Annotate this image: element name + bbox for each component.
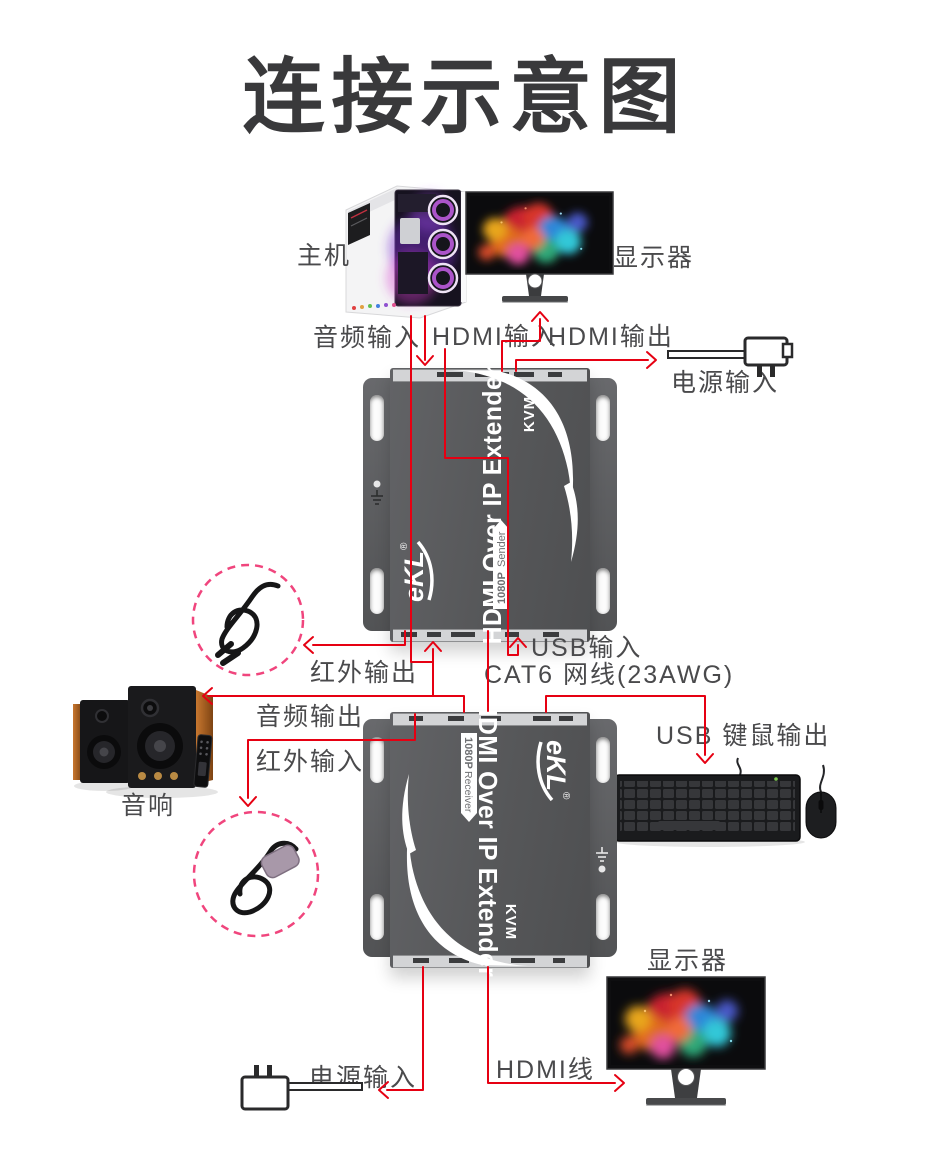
sender-mount-slot bbox=[596, 395, 610, 441]
sender-device: HDMI Over IP Extender KVM 1080P Sender e… bbox=[363, 366, 617, 654]
label-hdmi-in: HDMI输入 bbox=[432, 323, 558, 351]
label-usb-kb-out: USB 键鼠输出 bbox=[656, 722, 831, 750]
ir-emitter-circle bbox=[191, 563, 305, 677]
label-monitor-top: 显示器 bbox=[613, 244, 695, 272]
label-hdmi-cable: HDMI线 bbox=[496, 1056, 595, 1084]
svg-text:1080P: 1080P bbox=[496, 572, 508, 604]
sender-mount-slot bbox=[596, 568, 610, 614]
receiver-mount-slot bbox=[370, 737, 384, 783]
label-cat6: CAT6 网线(23AWG) bbox=[484, 661, 735, 689]
receiver-left-flange bbox=[363, 719, 392, 957]
sender-bottom-ports bbox=[393, 629, 587, 642]
ground-icon bbox=[371, 480, 383, 505]
arrow-down-icon bbox=[239, 796, 257, 807]
receiver-1080p-badge: 1080P Receiver bbox=[461, 733, 477, 822]
svg-text:®: ® bbox=[560, 792, 571, 800]
mouse-cable bbox=[819, 764, 825, 793]
arrow-right-icon bbox=[646, 351, 657, 369]
sender-mount-slot bbox=[370, 395, 384, 441]
label-host: 主机 bbox=[297, 242, 352, 270]
svg-text:eKL: eKL bbox=[541, 740, 571, 791]
arrow-down-icon bbox=[416, 355, 434, 366]
label-ir-out: 红外输出 bbox=[310, 659, 419, 687]
ir-receiver-cable-image bbox=[230, 840, 300, 916]
receiver-mount-slot bbox=[596, 737, 610, 783]
receiver-kvm-label: KVM bbox=[502, 903, 520, 941]
page-title: 连接示意图 bbox=[242, 52, 688, 143]
ground-icon bbox=[596, 847, 608, 873]
sender-1080p-badge: 1080P Sender bbox=[493, 520, 509, 609]
receiver-top-ports bbox=[393, 713, 587, 726]
label-audio-in: 音频输入 bbox=[313, 324, 422, 352]
ir-emitter-cable-image bbox=[215, 581, 281, 666]
speakers-image bbox=[73, 686, 218, 798]
keyboard-mouse-image bbox=[614, 757, 837, 847]
keyboard-cable bbox=[736, 757, 742, 776]
receiver-device: HDMI Over IP Extender KVM 1080P Receiver… bbox=[363, 699, 617, 977]
receiver-right-flange bbox=[588, 719, 617, 957]
sender-kvm-label: KVM bbox=[520, 395, 538, 433]
receiver-mount-slot bbox=[370, 894, 384, 940]
monitor-bottom-image bbox=[606, 976, 766, 1106]
ekl-logo: eKL ® bbox=[536, 740, 571, 802]
label-usb-in: USB输入 bbox=[531, 634, 643, 662]
label-ir-in: 红外输入 bbox=[256, 748, 365, 776]
receiver-mount-slot bbox=[596, 894, 610, 940]
label-power-in-top: 电源输入 bbox=[671, 369, 780, 397]
sender-swoosh bbox=[452, 370, 578, 562]
sender-mount-slot bbox=[370, 568, 384, 614]
label-speakers: 音响 bbox=[121, 792, 176, 820]
monitor-top-image bbox=[465, 191, 614, 303]
ekl-logo: eKL ® bbox=[399, 540, 434, 602]
svg-text:Sender: Sender bbox=[496, 531, 508, 567]
svg-text:eKL: eKL bbox=[399, 551, 429, 602]
label-hdmi-out: HDMI输出 bbox=[548, 323, 674, 351]
svg-text:Receiver: Receiver bbox=[462, 771, 474, 813]
svg-text:®: ® bbox=[399, 542, 410, 550]
svg-text:1080P: 1080P bbox=[462, 737, 474, 769]
ir-receiver-circle bbox=[192, 810, 320, 938]
label-audio-out: 音频输出 bbox=[256, 703, 365, 731]
label-power-in-bottom: 电源输入 bbox=[309, 1064, 418, 1092]
arrow-left-icon bbox=[303, 636, 314, 654]
sender-right-flange bbox=[588, 378, 617, 631]
label-monitor-bottom: 显示器 bbox=[647, 947, 729, 975]
pc-tower-image bbox=[345, 185, 467, 319]
sender-left-flange bbox=[363, 378, 392, 631]
